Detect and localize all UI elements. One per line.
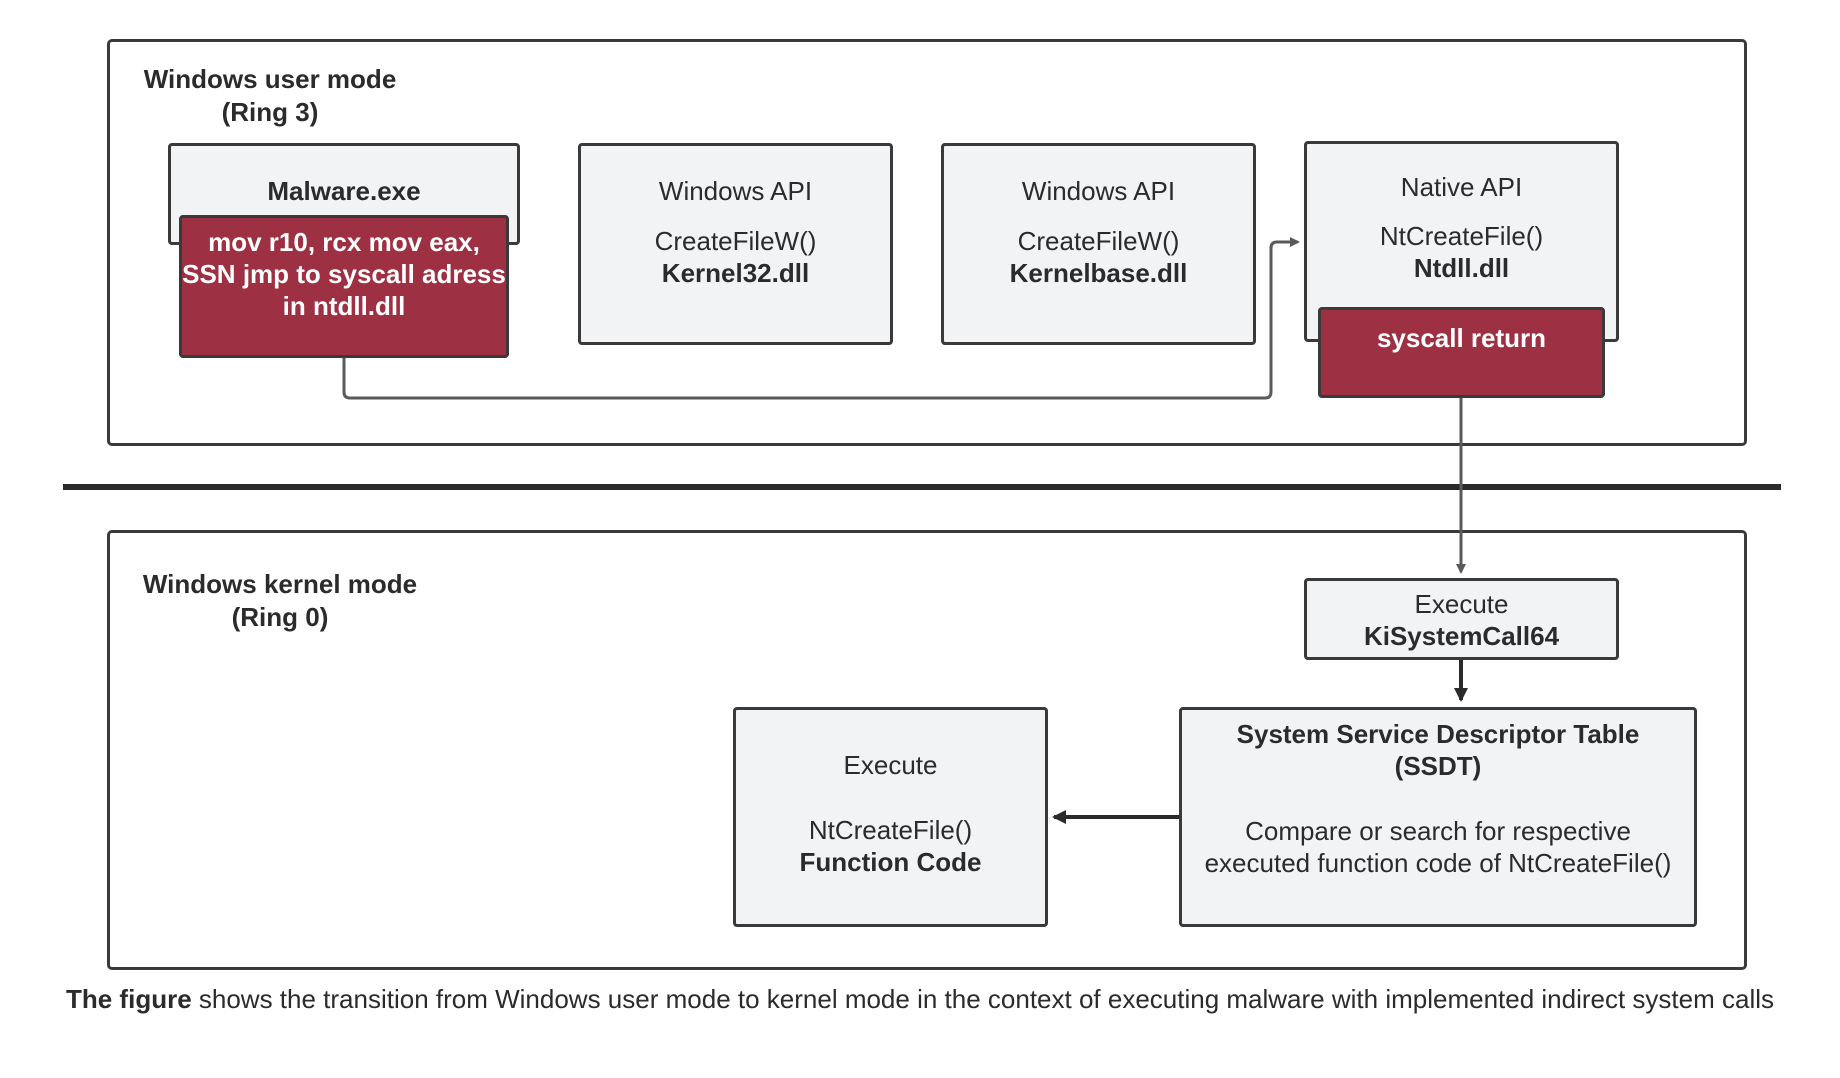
malware-code-line: in ntdll.dll: [282, 291, 406, 321]
ssdt-acronym: (SSDT): [1394, 751, 1482, 781]
kernel-mode-title-line1: Windows kernel mode: [142, 569, 418, 599]
kernel-mode-title-line2: (Ring 0): [231, 602, 329, 632]
api-kernelbase-function: CreateFileW(): [1017, 226, 1180, 256]
api-kernel32-box: Windows API CreateFileW() Kernel32.dll: [578, 143, 893, 345]
kernel-mode-title: Windows kernel mode (Ring 0): [130, 568, 430, 634]
kisystemcall-box: Execute KiSystemCall64: [1304, 578, 1619, 660]
syscall-stub-block: syscall return: [1318, 307, 1605, 398]
ssdt-description-line1: Compare or search for respective: [1245, 816, 1631, 846]
malware-code-block: mov r10, rcx mov eax, SSN jmp to syscall…: [179, 215, 509, 358]
malware-code-line: mov r10, rcx: [208, 227, 362, 257]
malware-code-line: jmp to syscall adress: [242, 259, 506, 289]
ring-divider: [63, 484, 1781, 490]
kisystemcall-label: Execute: [1414, 589, 1509, 619]
api-kernelbase-dll: Kernelbase.dll: [1009, 258, 1188, 288]
api-kernelbase-label: Windows API: [1021, 176, 1176, 206]
api-kernel32-dll: Kernel32.dll: [661, 258, 810, 288]
native-api-label: Native API: [1400, 172, 1523, 202]
user-mode-title: Windows user mode (Ring 3): [130, 63, 410, 129]
api-kernel32-label: Windows API: [658, 176, 813, 206]
function-code-label: Execute: [843, 750, 938, 780]
function-code-function: NtCreateFile(): [808, 815, 973, 845]
native-api-dll: Ntdll.dll: [1413, 253, 1510, 283]
ssdt-title: System Service Descriptor Table: [1236, 719, 1640, 749]
syscall-stub-line: return: [1470, 323, 1547, 353]
caption-bold: The figure: [65, 984, 192, 1014]
syscall-stub-line: syscall: [1376, 323, 1464, 353]
figure-caption: The figure shows the transition from Win…: [0, 984, 1840, 1015]
kisystemcall-name: KiSystemCall64: [1363, 621, 1560, 651]
api-kernelbase-box: Windows API CreateFileW() Kernelbase.dll: [941, 143, 1256, 345]
malware-title: Malware.exe: [267, 176, 421, 206]
function-code-name: Function Code: [799, 847, 982, 877]
user-mode-title-line1: Windows user mode: [143, 64, 397, 94]
malware-to-ntdll-connector: [342, 237, 1300, 400]
function-code-box: Execute NtCreateFile() Function Code: [733, 707, 1048, 927]
api-kernel32-function: CreateFileW(): [654, 226, 817, 256]
ssdt-description-line2: executed function code of NtCreateFile(): [1204, 848, 1672, 878]
malware-code-line: mov eax, SSN: [182, 227, 480, 289]
native-api-function: NtCreateFile(): [1379, 221, 1544, 251]
user-mode-title-line2: (Ring 3): [221, 97, 319, 127]
ssdt-box: System Service Descriptor Table (SSDT) C…: [1179, 707, 1697, 927]
caption-text: shows the transition from Windows user m…: [191, 984, 1775, 1014]
